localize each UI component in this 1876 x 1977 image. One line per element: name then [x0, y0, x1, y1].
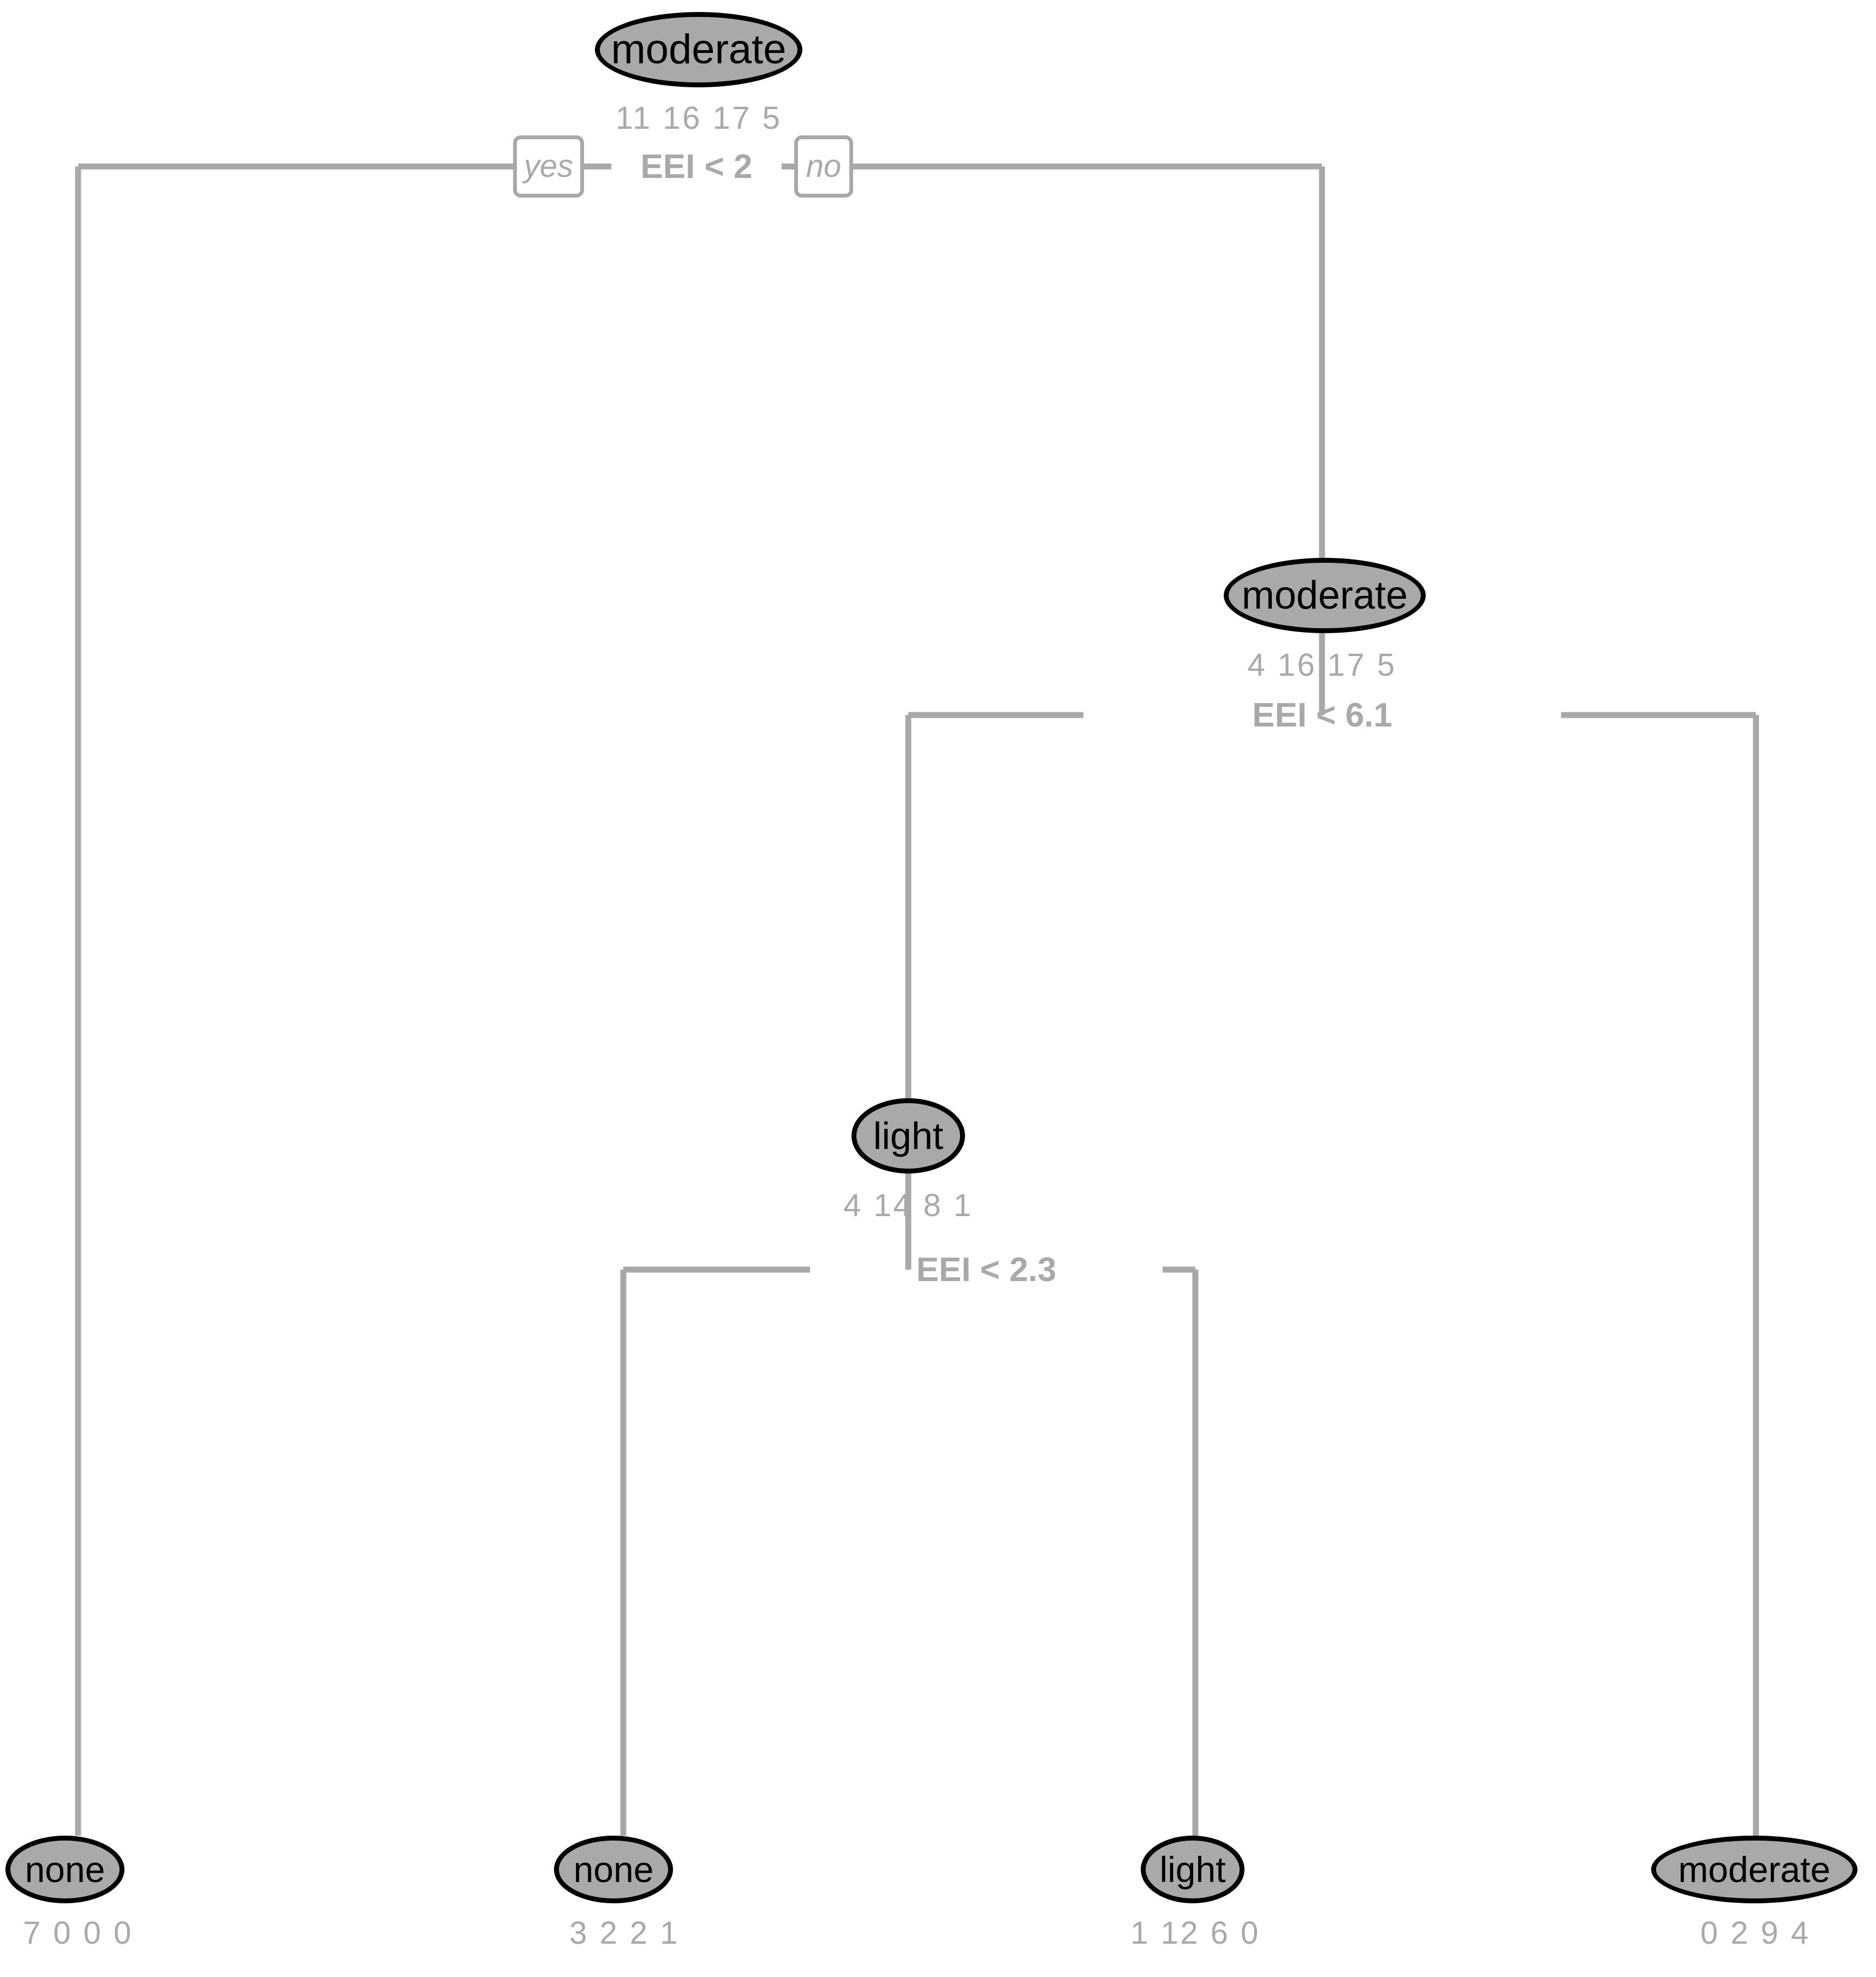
leaf-none-left-counts: 7 0 0 0 [23, 1915, 133, 1951]
node-level3-light-label: light [873, 1115, 944, 1157]
leaf-node-none-left-label: none [25, 1849, 105, 1890]
leaf-none-mid-counts: 3 2 2 1 [569, 1915, 680, 1951]
leaf-node-moderate[interactable]: moderate [1651, 1836, 1857, 1903]
leaf-node-moderate-label: moderate [1678, 1849, 1831, 1890]
leaf-node-light[interactable]: light [1141, 1836, 1244, 1903]
node-level3-split: EEI < 2.3 [916, 1251, 1057, 1289]
leaf-node-none-mid[interactable]: none [554, 1836, 673, 1903]
node-level2-moderate-label: moderate [1241, 574, 1408, 617]
leaf-node-none-mid-label: none [573, 1849, 654, 1890]
leaf-light-counts: 1 12 6 0 [1130, 1915, 1260, 1951]
node-level3-light[interactable]: light [851, 1098, 965, 1174]
branch-flag-yes[interactable]: yes [513, 135, 584, 198]
node-root[interactable]: moderate [595, 12, 802, 87]
leaf-moderate-counts: 0 2 9 4 [1700, 1915, 1811, 1951]
node-level2-moderate[interactable]: moderate [1224, 558, 1426, 633]
node-root-split: EEI < 2 [640, 148, 753, 186]
leaf-node-none-left[interactable]: none [5, 1836, 124, 1903]
node-root-label: moderate [611, 26, 787, 73]
node-level3-counts: 4 14 8 1 [843, 1188, 973, 1223]
node-level2-counts: 4 16 17 5 [1247, 647, 1397, 683]
node-root-counts: 11 16 17 5 [615, 100, 782, 136]
leaf-node-light-label: light [1159, 1849, 1226, 1890]
node-level2-split: EEI < 6.1 [1252, 696, 1392, 734]
branch-flag-no[interactable]: no [794, 135, 853, 198]
